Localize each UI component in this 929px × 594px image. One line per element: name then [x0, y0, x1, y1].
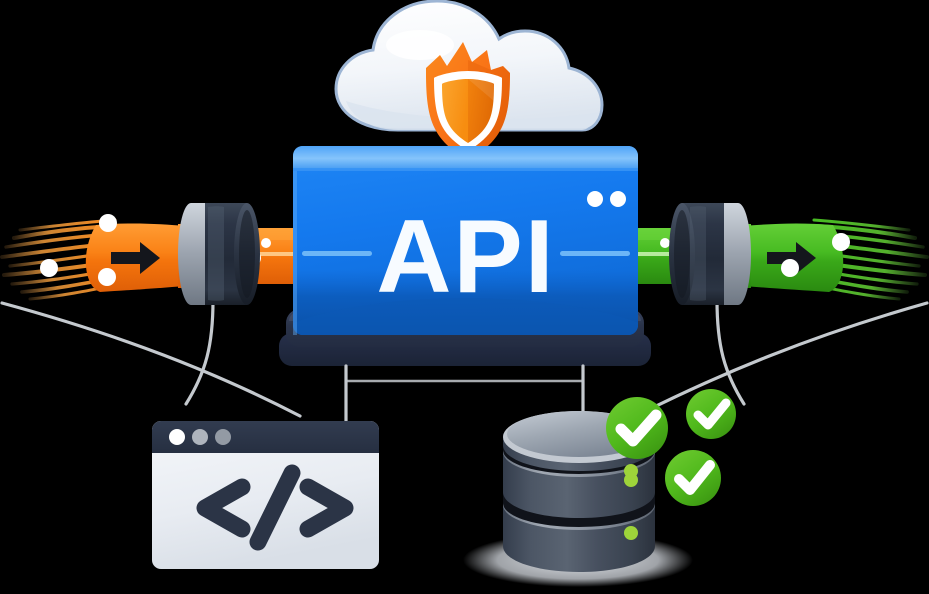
- check-mark-icon-1: [615, 409, 662, 447]
- api-box-top-bevel: [293, 146, 638, 171]
- outbound-cable-coupler: [669, 203, 751, 305]
- status-check-1[interactable]: [606, 397, 668, 459]
- database-led-1: [624, 464, 638, 478]
- coupler-right-highlight: [690, 206, 706, 301]
- window-dot-1[interactable]: [169, 429, 185, 445]
- status-check-3[interactable]: [665, 450, 721, 506]
- api-box-left-highlight: [293, 171, 297, 335]
- api-status-led-right: [610, 191, 626, 207]
- api-status-led-left: [587, 191, 603, 207]
- outbound-glow-line: [629, 252, 687, 256]
- inbound-glow-line: [244, 252, 302, 256]
- api-label: API: [376, 199, 555, 315]
- coupler-left-ring-band: [191, 203, 207, 305]
- shield-inner-facet: [468, 79, 494, 101]
- cloud-inner-shade: [346, 101, 600, 130]
- shield-inner-left: [442, 79, 468, 143]
- window-dot-2[interactable]: [192, 429, 208, 445]
- inbound-cable-coupler: [178, 203, 260, 305]
- inbound-node-dot-4: [261, 238, 271, 248]
- coupler-left-highlight: [208, 206, 224, 301]
- cable-arc-left: [0, 301, 302, 418]
- code-glyph-slash: [249, 464, 301, 551]
- code-glyph-icon: [196, 464, 354, 551]
- cable-left-coupler: [184, 298, 215, 406]
- code-glyph-right-angle: [299, 478, 354, 538]
- connection-cables: [0, 298, 929, 418]
- outbound-arrow-icon: [767, 242, 816, 274]
- api-device-body: API: [293, 146, 638, 335]
- coupler-left-cap-inner: [239, 210, 255, 298]
- check-mark-icon-2: [693, 398, 731, 430]
- inbound-node-dot-2: [40, 259, 58, 277]
- api-box-top-bevel-line: [293, 168, 638, 171]
- coupler-right-ring-band: [722, 203, 738, 305]
- outbound-node-dot-3: [660, 238, 670, 248]
- coupler-right-cap-inner: [674, 210, 690, 298]
- outbound-node-dot-1: [832, 233, 850, 251]
- shield-inner-right: [468, 79, 494, 143]
- inbound-arrow-icon: [111, 242, 160, 274]
- api-port-line-right: [560, 251, 630, 256]
- code-window-titlebar: [152, 421, 379, 453]
- cable-right-coupler: [715, 298, 746, 406]
- status-check-badges: [606, 389, 736, 506]
- code-window-body: [152, 421, 379, 569]
- check-mark-icon-3: [674, 460, 715, 495]
- cable-arc-right: [638, 301, 929, 416]
- inbound-node-dot-1: [99, 214, 117, 232]
- code-browser-window[interactable]: [152, 421, 379, 569]
- code-glyph-left-angle: [196, 478, 251, 538]
- cloud-highlight: [386, 30, 454, 60]
- api-port-line-left: [302, 251, 372, 256]
- inbound-node-dot-3: [98, 268, 116, 286]
- outbound-node-dot-2: [781, 259, 799, 277]
- database-led-3: [624, 526, 638, 540]
- window-dot-3[interactable]: [215, 429, 231, 445]
- api-box-bottom-curve: [293, 298, 638, 335]
- status-check-2[interactable]: [686, 389, 736, 439]
- security-shield: [426, 42, 510, 160]
